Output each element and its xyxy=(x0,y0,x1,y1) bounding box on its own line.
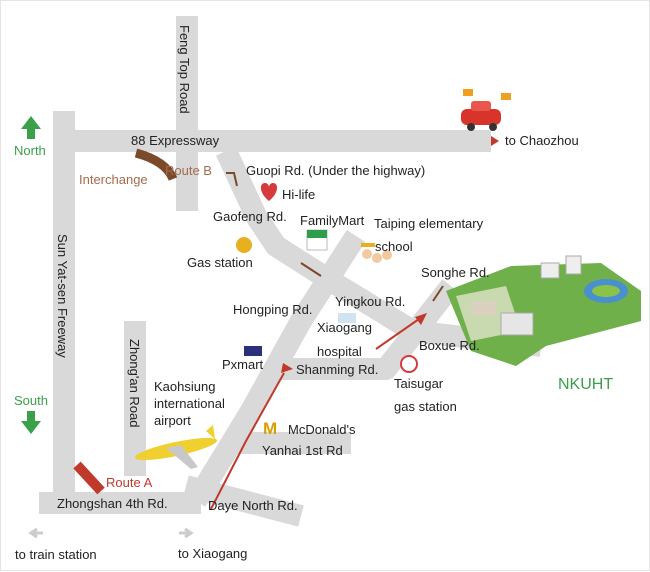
school-label-2: school xyxy=(375,239,413,254)
brown-arrow-icon xyxy=(300,262,322,277)
arrow-icon xyxy=(281,363,293,373)
school-label-1: Taiping elementary xyxy=(374,216,484,231)
route-b-arrow-icon xyxy=(226,172,238,187)
pxmart-logo-icon xyxy=(244,346,262,356)
taisugar-label-2: gas station xyxy=(394,399,457,414)
school-icon xyxy=(361,243,392,263)
road-label-feng-top: Feng Top Road xyxy=(177,25,192,114)
arrow-icon xyxy=(415,313,427,325)
road-label-guopi: Guopi Rd. (Under the highway) xyxy=(246,163,426,178)
pxmart-label: Pxmart xyxy=(222,357,264,372)
road-label-yanhai: Yanhai 1st Rd xyxy=(262,443,343,458)
familymart-label: FamilyMart xyxy=(300,213,365,228)
road-label-zhongshan: Zhongshan 4th Rd. xyxy=(57,496,168,511)
destination-xiaogang: to Xiaogang xyxy=(178,546,248,561)
compass-north: North xyxy=(14,143,46,158)
route-a-label: Route A xyxy=(106,475,153,490)
road-label-hongping: Hongping Rd. xyxy=(233,302,313,317)
road-label-sun-yat-sen: Sun Yat-sen Freeway xyxy=(55,234,70,358)
hilife-heart-icon xyxy=(260,183,278,201)
road-label-88-expressway: 88 Expressway xyxy=(131,133,220,148)
airport-label-3: airport xyxy=(154,413,191,428)
gas-station-icon xyxy=(236,237,252,253)
mcdonalds-label: McDonald's xyxy=(288,422,356,437)
hospital-label-2: hospital xyxy=(317,344,362,359)
airport-label-1: Kaohsiung xyxy=(154,379,216,394)
road-label-gaofeng: Gaofeng Rd. xyxy=(213,209,287,224)
road-label-songhe: Songhe Rd. xyxy=(421,265,490,280)
road-shanming-songhe xyxy=(276,279,460,380)
road-label-yingkou: Yingkou Rd. xyxy=(335,294,406,309)
road-daye-north xyxy=(183,475,304,527)
nkuht-campus-image xyxy=(446,255,641,366)
road-label-daye: Daye North Rd. xyxy=(208,498,298,513)
mcdonalds-logo-icon: M xyxy=(263,419,277,438)
route-a-marker xyxy=(73,461,105,495)
interchange-label: Interchange xyxy=(79,172,148,187)
taisugar-logo-icon xyxy=(400,355,418,373)
hospital-icon xyxy=(338,313,356,323)
chaozhou-arrow-icon xyxy=(491,136,499,146)
car-icon xyxy=(461,89,511,131)
airplane-icon xyxy=(134,425,218,469)
hilife-label: Hi-life xyxy=(282,187,316,202)
destination-chaozhou: to Chaozhou xyxy=(505,133,579,148)
compass-south: South xyxy=(14,393,48,408)
xiaogang-arrow-icon xyxy=(179,527,194,539)
brown-arrow-icon xyxy=(432,285,444,302)
train-arrow-icon xyxy=(28,527,43,539)
road-label-shanming: Shanming Rd. xyxy=(296,362,379,377)
north-arrow-icon xyxy=(21,116,41,139)
south-arrow-icon xyxy=(21,411,41,434)
road-label-zhongan: Zhong'an Road xyxy=(127,339,142,428)
taisugar-label-1: Taisugar xyxy=(394,376,444,391)
gas-station-label: Gas station xyxy=(187,255,253,270)
nkuht-label: NKUHT xyxy=(558,376,614,393)
interchange-curve xyxy=(134,148,178,181)
route-b-label: Route B xyxy=(165,163,212,178)
route-arrows xyxy=(210,318,420,510)
familymart-logo-stripe xyxy=(307,230,327,238)
road-label-boxue: Boxue Rd. xyxy=(419,338,480,353)
road-guopi-gaofeng xyxy=(216,146,427,346)
hospital-label-1: Xiaogang xyxy=(317,320,372,335)
destination-train-station: to train station xyxy=(15,547,97,562)
airport-label-2: international xyxy=(154,396,225,411)
